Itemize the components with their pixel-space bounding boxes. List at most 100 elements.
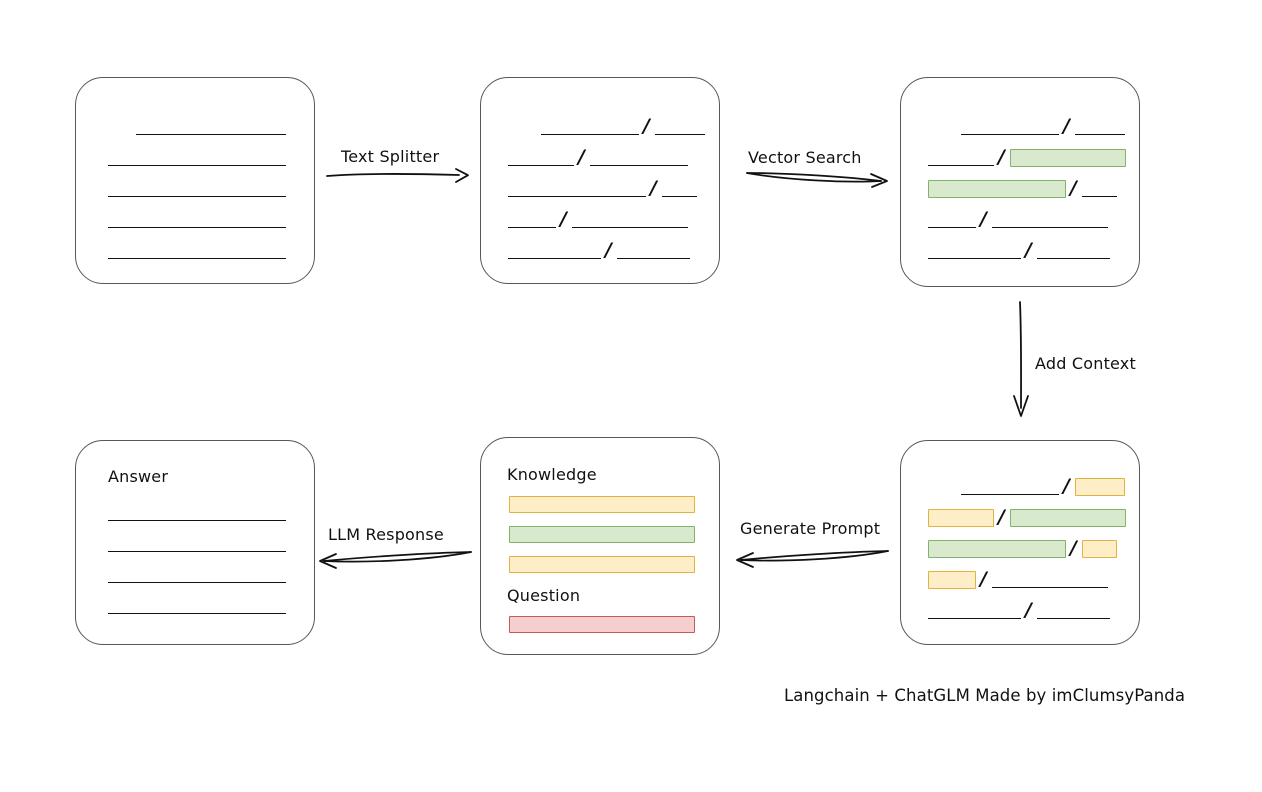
- document-row: /: [481, 176, 719, 199]
- context-document-card: / / / / /: [900, 440, 1140, 645]
- prompt-card: Knowledge Question: [480, 437, 720, 655]
- text-line-segment: [928, 148, 994, 168]
- knowledge-label: Knowledge: [507, 465, 597, 484]
- segment-separator: /: [650, 176, 657, 199]
- segment-separator: /: [998, 505, 1005, 528]
- text-line-segment: [991, 570, 1108, 590]
- text-line-segment: [589, 148, 688, 168]
- knowledge-bar-green: [509, 526, 695, 543]
- split-document-card: / / / / /: [480, 77, 720, 284]
- knowledge-bar-yellow: [509, 496, 695, 513]
- split-document-rows: / / / / /: [481, 78, 719, 283]
- document-row: [76, 210, 314, 230]
- text-line-segment: [1074, 117, 1125, 137]
- text-line-segment: [108, 179, 286, 199]
- highlighted-segment-green: [1009, 508, 1126, 527]
- text-line-segment: [961, 477, 1059, 497]
- document-row: [76, 596, 314, 616]
- document-row: [76, 117, 314, 137]
- segment-separator: /: [1063, 114, 1070, 137]
- knowledge-bar-yellow: [509, 556, 695, 573]
- document-row: [76, 565, 314, 585]
- answer-card: Answer: [75, 440, 315, 645]
- text-line-segment: [571, 210, 688, 230]
- document-row: /: [901, 536, 1139, 559]
- segment-separator: /: [980, 207, 987, 230]
- source-document-card: [75, 77, 315, 284]
- question-label: Question: [507, 586, 581, 605]
- segment-separator: /: [605, 238, 612, 261]
- document-row: [76, 534, 314, 554]
- document-row: [76, 503, 314, 523]
- text-line-segment: [616, 241, 690, 261]
- highlighted-segment-green: [928, 179, 1066, 198]
- segment-separator: /: [1070, 536, 1077, 559]
- text-line-segment: [508, 241, 601, 261]
- segment-separator: /: [980, 567, 987, 590]
- text-line-segment: [654, 117, 705, 137]
- document-row: /: [901, 598, 1139, 621]
- text-line-segment: [108, 565, 286, 585]
- segment-separator: /: [578, 145, 585, 168]
- document-row: /: [481, 207, 719, 230]
- text-line-segment: [1036, 601, 1110, 621]
- text-line-segment: [928, 210, 976, 230]
- question-bar-red: [509, 616, 695, 633]
- text-line-segment: [108, 503, 286, 523]
- segment-separator: /: [1063, 474, 1070, 497]
- text-line-segment: [1036, 241, 1110, 261]
- document-row: /: [481, 116, 719, 137]
- highlighted-segment-yellow: [1081, 539, 1117, 558]
- text-line-segment: [541, 117, 639, 137]
- document-row: [76, 179, 314, 199]
- text-line-segment: [108, 596, 286, 616]
- edge-label-generate-prompt: Generate Prompt: [740, 519, 881, 538]
- highlighted-segment-green: [1009, 148, 1126, 167]
- answer-rows: [76, 441, 314, 644]
- matched-document-card: / / / / /: [900, 77, 1140, 287]
- text-line-segment: [991, 210, 1108, 230]
- text-line-segment: [136, 117, 286, 137]
- edge-label-llm-response: LLM Response: [328, 525, 444, 544]
- text-line-segment: [108, 534, 286, 554]
- segment-separator: /: [1025, 598, 1032, 621]
- segment-separator: /: [998, 145, 1005, 168]
- text-line-segment: [928, 241, 1021, 261]
- text-line-segment: [508, 179, 646, 199]
- text-line-segment: [928, 601, 1021, 621]
- document-row: /: [901, 474, 1139, 497]
- text-line-segment: [508, 210, 556, 230]
- segment-separator: /: [560, 207, 567, 230]
- highlighted-segment-yellow: [928, 570, 976, 589]
- edge-generate-prompt: [735, 543, 890, 575]
- document-row: /: [901, 145, 1139, 168]
- document-row: /: [901, 207, 1139, 230]
- segment-separator: /: [1025, 238, 1032, 261]
- document-row: /: [901, 238, 1139, 261]
- text-line-segment: [108, 148, 286, 168]
- highlighted-segment-green: [928, 539, 1066, 558]
- text-line-segment: [661, 179, 697, 199]
- document-row: /: [481, 145, 719, 168]
- document-row: /: [901, 176, 1139, 199]
- matched-document-rows: / / / / /: [901, 78, 1139, 286]
- footer-credit: Langchain + ChatGLM Made by imClumsyPand…: [784, 686, 1186, 705]
- document-row: /: [901, 505, 1139, 528]
- edge-llm-response: [318, 545, 473, 577]
- document-row: /: [901, 114, 1139, 137]
- edge-label-vector-search: Vector Search: [748, 148, 862, 167]
- document-row: /: [481, 238, 719, 261]
- document-row: [76, 241, 314, 261]
- edge-label-add-context: Add Context: [1035, 354, 1136, 373]
- source-document-rows: [76, 78, 314, 283]
- text-line-segment: [108, 241, 286, 261]
- edge-label-text-splitter: Text Splitter: [341, 147, 440, 166]
- highlighted-segment-yellow: [1074, 477, 1125, 496]
- text-line-segment: [961, 117, 1059, 137]
- segment-separator: /: [1070, 176, 1077, 199]
- highlighted-segment-yellow: [928, 508, 994, 527]
- answer-title: Answer: [108, 467, 169, 486]
- context-document-rows: / / / / /: [901, 441, 1139, 644]
- text-line-segment: [108, 210, 286, 230]
- text-line-segment: [508, 148, 574, 168]
